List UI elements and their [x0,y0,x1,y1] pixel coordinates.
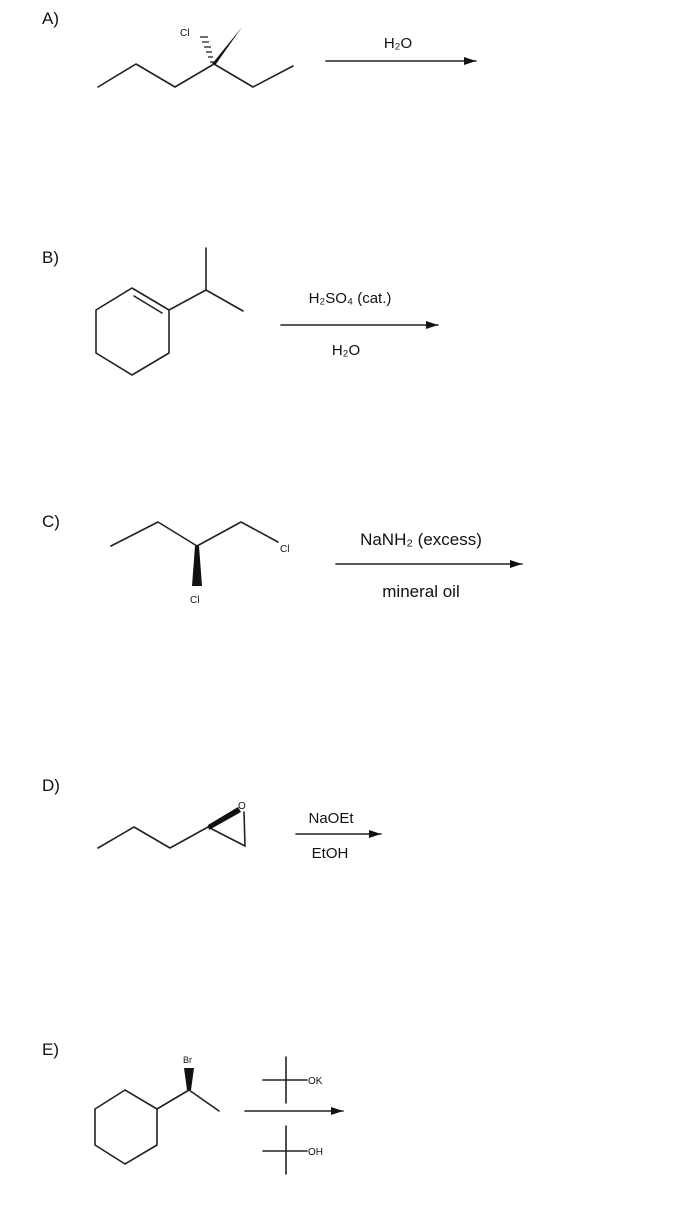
problem-a-label: A) [42,9,59,28]
reactant-d-molecule: O [97,801,246,849]
reagent-c-below: mineral oil [382,582,459,601]
atom-o: O [238,801,246,812]
problem-c: C) Cl Cl NaNH₂ (excess) mineral oil [42,512,523,606]
problem-b-label: B) [42,248,59,267]
reagent-c-above: NaNH₂ (excess) [360,530,482,549]
atom-cl-terminal: Cl [280,544,289,555]
reagent-b-above: H₂SO₄ (cat.) [309,290,392,307]
wedge-bond [184,1068,194,1090]
problem-c-label: C) [42,512,60,531]
reagent-e-tbuok: OK [262,1056,323,1104]
reagent-d-above: NaOEt [308,810,354,827]
atom-cl-lower: Cl [190,595,199,606]
problem-a: A) Cl H₂O [42,9,477,88]
atom-cl: Cl [180,28,189,39]
reagent-e-below: OH [308,1147,323,1158]
reactant-e-molecule: Br [94,1055,220,1165]
problem-b: B) H₂SO₄ (cat.) H₂O [42,247,439,376]
wedge-bond [212,27,242,64]
hashed-bond [200,36,214,63]
reagent-a-above: H₂O [384,35,412,52]
problem-d-label: D) [42,776,60,795]
reagent-d-below: EtOH [312,845,349,862]
atom-br: Br [183,1055,192,1065]
problem-e: E) Br OK OH [42,1040,344,1175]
wedge-bond [192,546,202,586]
reactant-b-molecule [95,247,244,376]
reactant-a-molecule: Cl [97,27,294,88]
problem-d: D) O NaOEt EtOH [42,776,382,862]
reagent-e-above: OK [308,1076,323,1087]
reactant-c-molecule: Cl Cl [110,521,289,606]
reagent-e-tbuoh: OH [262,1125,323,1175]
reagent-b-below: H₂O [332,342,360,359]
problem-e-label: E) [42,1040,59,1059]
wedge-bond [208,807,241,830]
